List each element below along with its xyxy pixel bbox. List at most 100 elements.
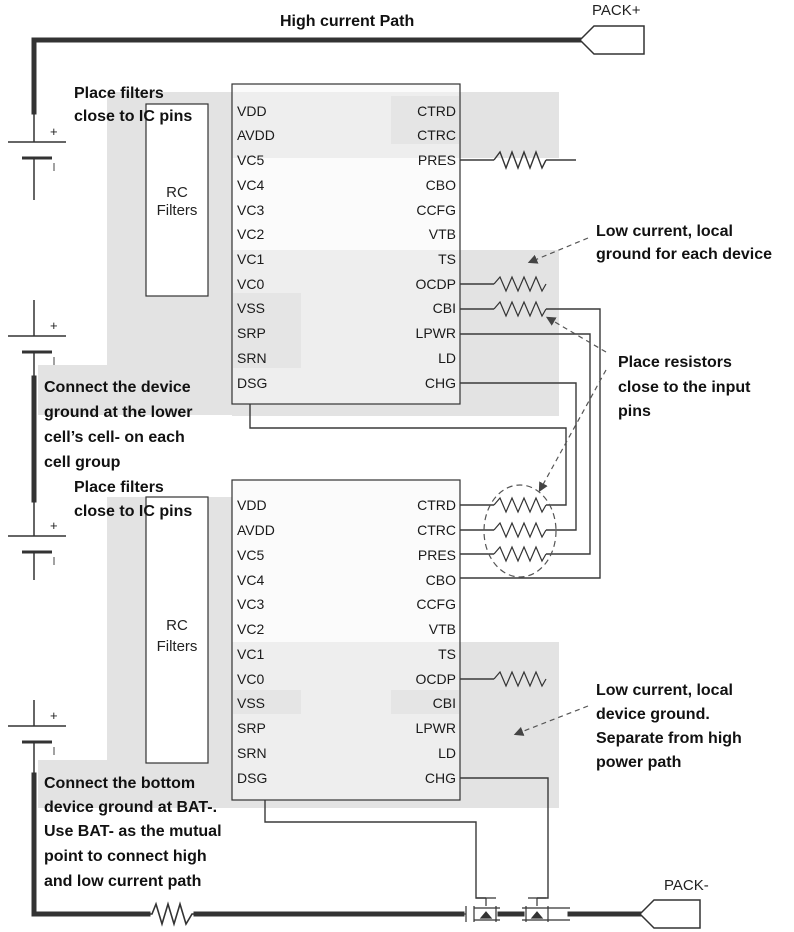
resistor-ctrc-bottom [493, 521, 547, 539]
cell-plus-label: + [50, 124, 58, 139]
battery-cell [8, 535, 66, 554]
rc-filters-bottom-line1: RC [166, 617, 188, 634]
pin-label: CTRD [417, 103, 456, 119]
pin-label: PRES [417, 152, 456, 168]
place-filters-bottom-line2: close to IC pins [74, 503, 193, 520]
rc-filters-top-line2: Filters [156, 202, 198, 219]
pin-label: AVDD [237, 127, 275, 143]
low-current-bottom-line2: device ground. [596, 706, 710, 723]
resistor-pres-bottom [493, 545, 547, 563]
pin-label: LD [438, 350, 456, 366]
cell-plus-label: + [50, 708, 58, 723]
connect-bottom-ground-line5: and low current path [44, 873, 202, 890]
pin-label: VC3 [237, 202, 265, 218]
pin-label: VC4 [237, 572, 265, 588]
resistor-ocdp-bottom [493, 670, 547, 688]
pin-label: CBO [425, 177, 456, 193]
pin-label: VC0 [237, 671, 265, 687]
pin-label: CCFG [416, 596, 456, 612]
low-current-bottom-line1: Low current, local [596, 682, 733, 699]
pin-label: SRN [237, 350, 267, 366]
pin-label: CTRC [417, 127, 456, 143]
place-filters-top-line2: close to IC pins [74, 108, 193, 125]
connect-device-ground-line3: cell’s cell- on each [44, 429, 185, 446]
pack-minus-label: PACK- [664, 877, 709, 894]
place-resistors-line1: Place resistors [618, 354, 732, 371]
battery-cell [8, 725, 66, 744]
discharge-fet [462, 897, 500, 922]
low-current-bottom-line4: power path [596, 754, 682, 771]
connect-bottom-ground-line1: Connect the bottom [44, 775, 196, 792]
pin-label: CTRC [417, 522, 456, 538]
pin-label: VC0 [237, 276, 265, 292]
high-current-path [31, 37, 643, 917]
pin-label: TS [438, 251, 456, 267]
place-filters-bottom-line1: Place filters [74, 479, 164, 496]
pin-label: SRP [237, 325, 266, 341]
cell-plus-label: + [50, 318, 58, 333]
pin-label: VC1 [237, 251, 265, 267]
resistor-group-highlight [483, 484, 557, 578]
pin-label: CBO [425, 572, 456, 588]
connect-device-ground-line1: Connect the device [44, 379, 191, 396]
pin-label: VC3 [237, 596, 265, 612]
resistor-cbi-top [493, 300, 547, 318]
pin-label: LPWR [415, 720, 456, 736]
pin-label: CHG [424, 375, 456, 391]
pin-label: VC2 [237, 226, 265, 242]
low-current-top-line2: ground for each device [596, 246, 773, 263]
pin-label: VSS [237, 300, 266, 316]
pin-label: TS [438, 646, 456, 662]
battery-cell [8, 335, 66, 354]
pin-label: VC1 [237, 646, 265, 662]
place-filters-top-line1: Place filters [74, 85, 164, 102]
signal-wires [249, 159, 601, 899]
pin-label: VDD [237, 103, 267, 119]
pin-label: VC5 [237, 152, 265, 168]
rc-filters-top-line1: RC [166, 184, 188, 201]
pin-label: CBI [432, 300, 456, 316]
pin-label: CHG [424, 770, 456, 786]
charge-fet [522, 897, 570, 922]
pack-plus-connector [578, 25, 645, 55]
connect-device-ground-line4: cell group [44, 454, 121, 471]
pin-label: VTB [428, 621, 456, 637]
pin-label: CBI [432, 695, 456, 711]
annotation-arrows [513, 237, 607, 736]
pin-label: VC5 [237, 547, 265, 563]
ic-top-body [231, 83, 461, 405]
connect-bottom-ground-line2: device ground at BAT-. [44, 799, 218, 816]
low-current-bottom-line3: Separate from high [596, 730, 742, 747]
pin-label: SRP [237, 720, 266, 736]
connect-device-ground-line2: ground at the lower [44, 404, 193, 421]
pin-label: VDD [237, 497, 267, 513]
high-current-path-label: High current Path [280, 13, 415, 30]
connect-bottom-ground-line4: point to connect high [44, 848, 207, 865]
cell-plus-label: + [50, 518, 58, 533]
resistor-ocdp-top [493, 275, 547, 293]
pin-label: AVDD [237, 522, 275, 538]
pin-label: VC2 [237, 621, 265, 637]
pin-label: VTB [428, 226, 456, 242]
pin-label: PRES [417, 547, 456, 563]
pin-label: VSS [237, 695, 266, 711]
sense-resistor [148, 901, 196, 927]
place-resistors-line2: close to the input [618, 379, 751, 396]
pin-label: CTRD [417, 497, 456, 513]
pin-label: VC4 [237, 177, 265, 193]
resistor-pres-top [493, 150, 547, 170]
pin-label: DSG [237, 770, 268, 786]
connect-bottom-ground-line3: Use BAT- as the mutual [44, 823, 222, 840]
pin-label: OCDP [415, 276, 456, 292]
battery-cell [8, 141, 66, 160]
pin-label: OCDP [415, 671, 456, 687]
pin-label: CCFG [416, 202, 456, 218]
pack-minus-connector [638, 899, 701, 929]
ic-bottom-body [231, 479, 461, 801]
rc-filters-top-box [145, 103, 209, 297]
pin-label: SRN [237, 745, 267, 761]
rc-filters-bottom-box [145, 496, 209, 764]
resistor-ctrd-bottom [493, 496, 547, 514]
pin-label: LPWR [415, 325, 456, 341]
